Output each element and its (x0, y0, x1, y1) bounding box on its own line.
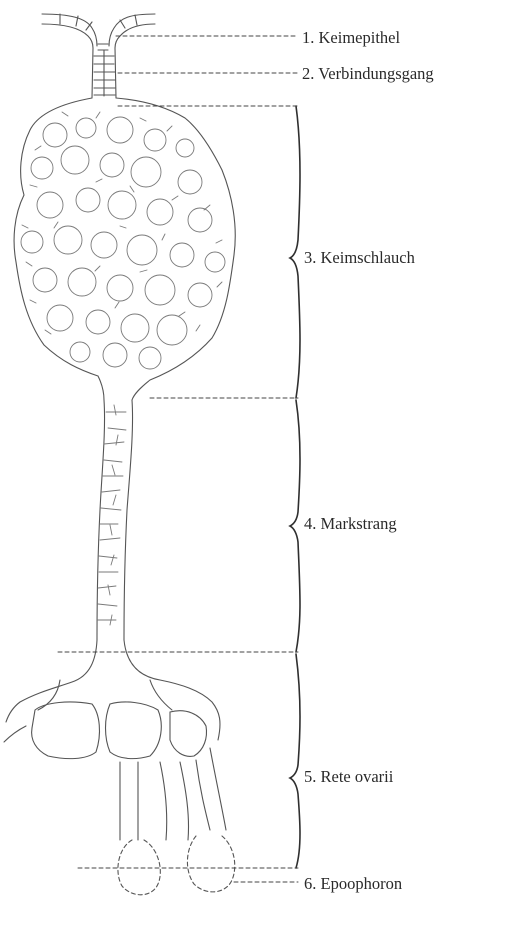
rete-ovarii-network (4, 640, 226, 840)
label-epoophoron: 6. Epoophoron (304, 876, 402, 893)
label-verbindungsgang: 2. Verbindungsgang (302, 66, 434, 83)
connecting-duct (92, 48, 116, 98)
epoophoron-loops (118, 836, 235, 895)
medullary-cord (97, 400, 133, 640)
label-rete-ovarii: 5. Rete ovarii (304, 769, 393, 786)
section-brace (290, 106, 300, 868)
label-keimschlauch: 3. Keimschlauch (304, 250, 415, 267)
label-markstrang: 4. Markstrang (304, 516, 397, 533)
label-keimepithel: 1. Keimepithel (302, 30, 400, 47)
germinal-epithelium (42, 14, 155, 50)
germ-tube (14, 98, 235, 400)
level-lines (58, 36, 298, 882)
